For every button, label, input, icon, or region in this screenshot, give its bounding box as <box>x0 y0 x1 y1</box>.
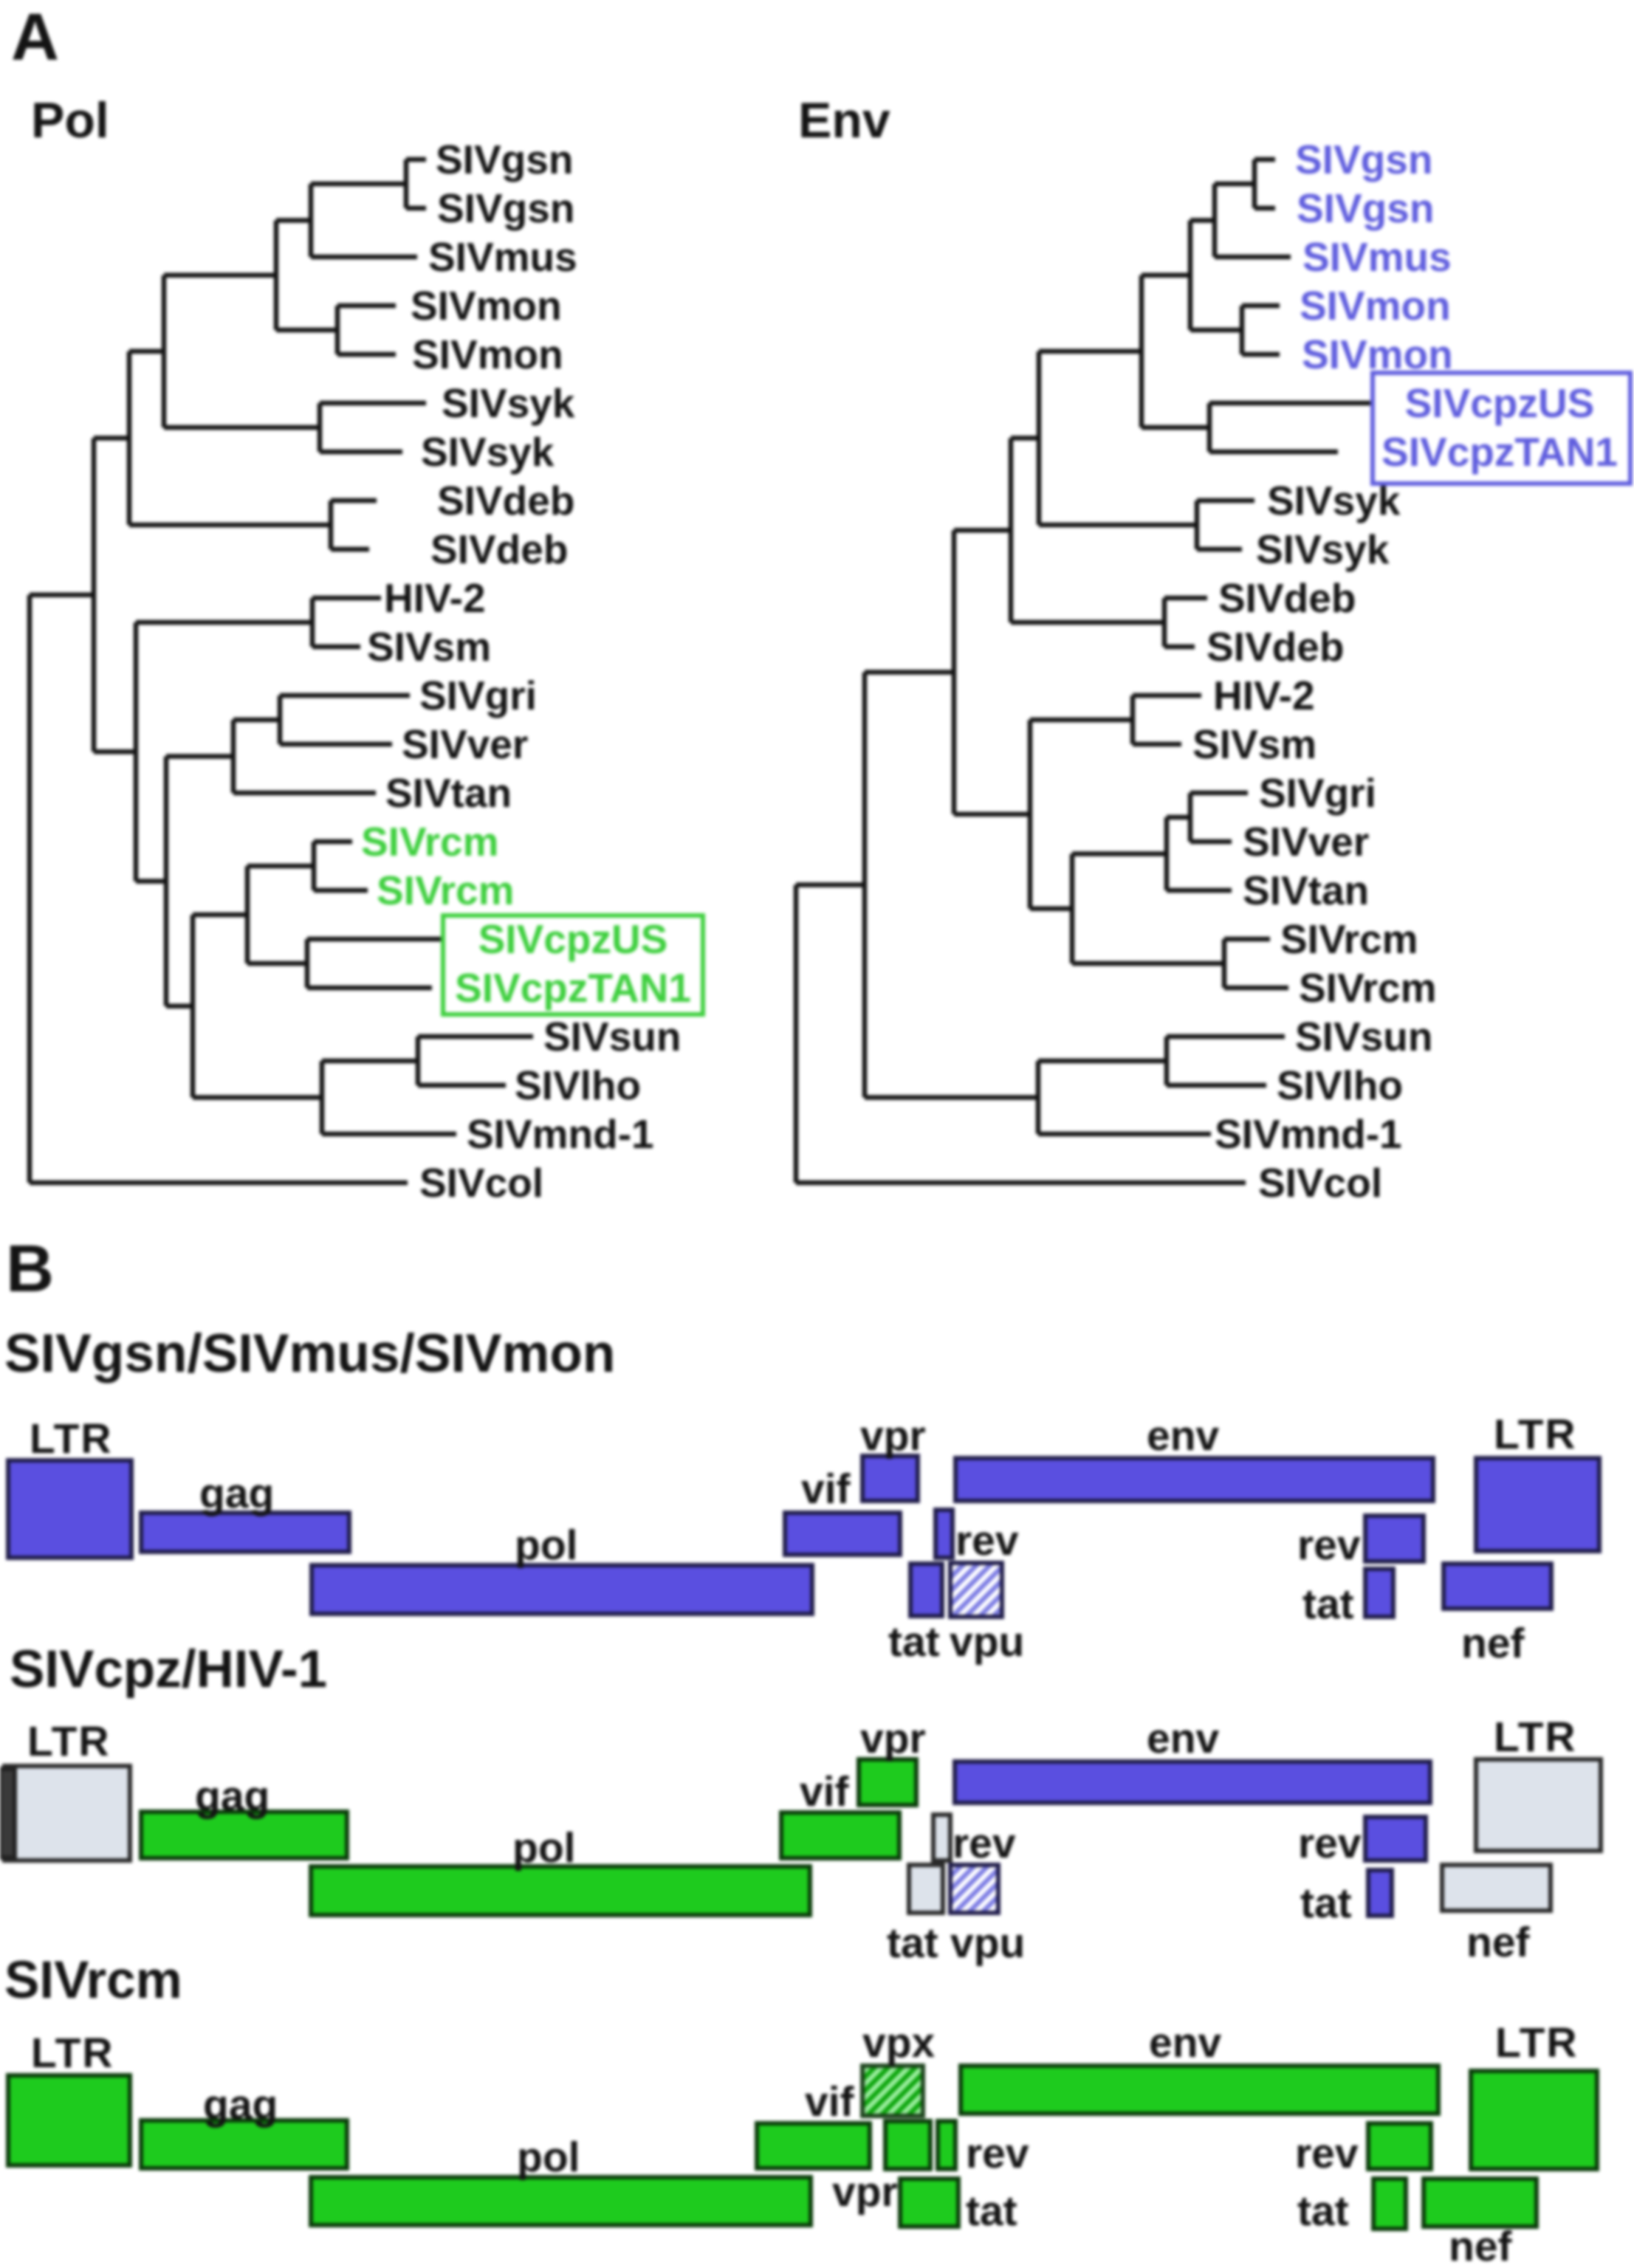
svg-text:SIVsyk: SIVsyk <box>1256 526 1390 572</box>
svg-text:SIVsyk: SIVsyk <box>442 380 575 426</box>
svg-text:tat: tat <box>887 1920 938 1967</box>
svg-text:SIVrcm: SIVrcm <box>1280 916 1418 962</box>
svg-text:nef: nef <box>1461 1620 1525 1667</box>
svg-text:env: env <box>1147 1715 1220 1762</box>
svg-text:rev: rev <box>1298 1820 1362 1867</box>
svg-text:rev: rev <box>1295 2130 1359 2177</box>
svg-text:SIVsun: SIVsun <box>543 1014 681 1059</box>
svg-text:SIVtan: SIVtan <box>385 770 512 816</box>
svg-text:SIVrcm: SIVrcm <box>377 867 515 913</box>
svg-text:SIVmon: SIVmon <box>412 331 563 377</box>
svg-text:SIVgsn: SIVgsn <box>1297 185 1434 231</box>
svg-text:rev: rev <box>952 1820 1016 1867</box>
svg-text:A: A <box>11 1 59 75</box>
svg-text:SIVgri: SIVgri <box>1259 770 1376 816</box>
svg-text:HIV-2: HIV-2 <box>384 575 486 621</box>
svg-text:SIVdeb: SIVdeb <box>1218 575 1356 621</box>
svg-text:SIVrcm: SIVrcm <box>1299 965 1437 1011</box>
svg-text:SIVsun: SIVsun <box>1295 1014 1432 1059</box>
svg-text:gag: gag <box>195 1773 270 1820</box>
svg-text:gag: gag <box>199 1470 274 1517</box>
svg-text:B: B <box>6 1232 54 1306</box>
svg-text:nef: nef <box>1449 2223 1513 2268</box>
svg-text:tat: tat <box>1297 2188 1349 2235</box>
svg-text:SIVmon: SIVmon <box>1300 283 1451 329</box>
svg-text:env: env <box>1147 1412 1220 1460</box>
svg-text:vpr: vpr <box>860 1412 926 1460</box>
svg-text:SIVmnd-1: SIVmnd-1 <box>1215 1111 1402 1157</box>
svg-text:SIVdeb: SIVdeb <box>437 478 574 523</box>
svg-text:SIVdeb: SIVdeb <box>1206 624 1344 670</box>
svg-text:SIVmon: SIVmon <box>1302 331 1453 377</box>
svg-text:pol: pol <box>512 1824 575 1872</box>
svg-text:vif: vif <box>800 1768 850 1815</box>
svg-text:SIVgri: SIVgri <box>419 673 537 718</box>
svg-text:LTR: LTR <box>30 1415 113 1463</box>
svg-text:SIVrcm: SIVrcm <box>4 1951 182 2010</box>
svg-text:rev: rev <box>966 2130 1029 2177</box>
svg-text:pol: pol <box>517 2134 580 2181</box>
svg-text:tat: tat <box>1300 1880 1352 1927</box>
svg-text:SIVsm: SIVsm <box>1192 721 1317 767</box>
svg-text:SIVcpzUS: SIVcpzUS <box>1405 380 1595 426</box>
svg-text:SIVsm: SIVsm <box>367 624 491 670</box>
svg-text:SIVgsn: SIVgsn <box>1295 137 1432 182</box>
svg-text:rev: rev <box>955 1517 1019 1564</box>
svg-text:gag: gag <box>203 2081 278 2128</box>
svg-text:nef: nef <box>1466 1919 1531 1966</box>
svg-text:SIVmon: SIVmon <box>411 283 562 329</box>
svg-text:vpr: vpr <box>860 1715 926 1762</box>
svg-text:Env: Env <box>798 92 890 148</box>
svg-text:SIVrcm: SIVrcm <box>361 819 499 865</box>
svg-text:SIVmnd-1: SIVmnd-1 <box>467 1111 654 1157</box>
svg-text:pol: pol <box>515 1522 577 1569</box>
svg-text:vif: vif <box>805 2078 855 2126</box>
svg-text:SIVgsn: SIVgsn <box>437 185 574 231</box>
svg-text:tat: tat <box>888 1618 940 1666</box>
svg-text:LTR: LTR <box>1495 2019 1579 2066</box>
svg-text:vpu: vpu <box>950 1920 1025 1967</box>
svg-text:tat: tat <box>1302 1581 1354 1628</box>
svg-text:vif: vif <box>801 1465 851 1513</box>
svg-text:SIVver: SIVver <box>1243 819 1369 865</box>
svg-text:SIVcol: SIVcol <box>1258 1160 1382 1206</box>
svg-text:LTR: LTR <box>31 2030 114 2077</box>
svg-text:HIV-2: HIV-2 <box>1213 673 1315 718</box>
svg-text:vpu: vpu <box>950 1618 1024 1666</box>
svg-text:LTR: LTR <box>27 1718 111 1765</box>
svg-text:SIVcol: SIVcol <box>419 1160 543 1206</box>
svg-text:vpr: vpr <box>832 2168 898 2216</box>
svg-text:LTR: LTR <box>1494 1411 1577 1458</box>
svg-text:tat: tat <box>966 2188 1017 2235</box>
svg-text:SIVcpzTAN1: SIVcpzTAN1 <box>1381 429 1618 475</box>
svg-text:SIVcpz/HIV-1: SIVcpz/HIV-1 <box>10 1640 327 1699</box>
svg-text:Pol: Pol <box>31 92 109 148</box>
svg-text:SIVgsn: SIVgsn <box>436 137 573 182</box>
svg-text:vpx: vpx <box>862 2019 936 2066</box>
svg-text:LTR: LTR <box>1494 1714 1577 1761</box>
svg-text:SIVcpzUS: SIVcpzUS <box>478 916 668 962</box>
svg-text:SIVmus: SIVmus <box>1302 234 1452 280</box>
svg-text:SIVgsn/SIVmus/SIVmon: SIVgsn/SIVmus/SIVmon <box>4 1324 616 1384</box>
svg-text:env: env <box>1149 2019 1222 2066</box>
svg-text:SIVlho: SIVlho <box>1277 1062 1403 1108</box>
svg-text:SIVsyk: SIVsyk <box>421 429 555 475</box>
svg-text:rev: rev <box>1297 1522 1361 1569</box>
svg-text:SIVver: SIVver <box>402 721 528 767</box>
svg-text:SIVtan: SIVtan <box>1243 867 1369 913</box>
svg-text:SIVcpzTAN1: SIVcpzTAN1 <box>455 965 691 1011</box>
svg-text:SIVlho: SIVlho <box>515 1062 641 1108</box>
svg-text:SIVdeb: SIVdeb <box>430 526 568 572</box>
svg-text:SIVmus: SIVmus <box>428 234 577 280</box>
